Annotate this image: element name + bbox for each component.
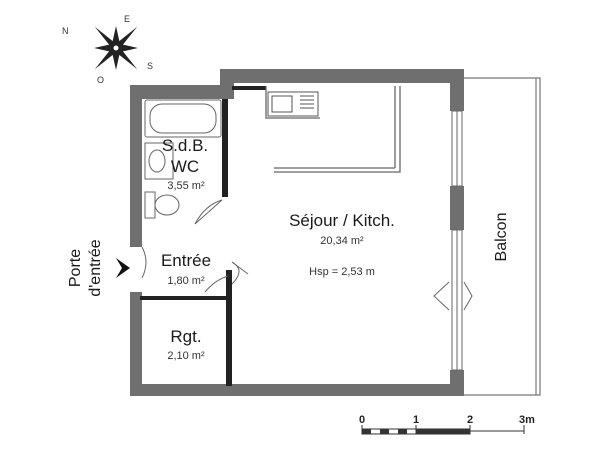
compass-s: S [147,61,153,71]
balcon-label: Balcon [493,213,510,262]
porte-label-2: d'entrée [87,239,104,296]
compass-rose [94,26,138,70]
bathtub [144,99,222,138]
sejour-area: 20,34 m² [320,235,364,247]
bathroom-sink [144,142,174,180]
door-swings [141,199,249,293]
compass-n: N [62,26,69,36]
rgt-area: 2,10 m² [167,350,205,362]
rgt-name: Rgt. [170,327,201,346]
exterior-walls [130,69,464,396]
sejour-name: Séjour / Kitch. [289,211,395,230]
entree-name: Entrée [161,251,211,270]
windows [433,110,473,371]
scale-tick-1: 1 [413,414,419,426]
toilet [144,191,180,219]
balcony [462,77,541,396]
sejour-height: Hsp = 2,53 m [309,266,375,278]
kitchen-sink [267,91,319,117]
scale-tick-2: 2 [467,414,473,426]
compass-o: O [97,75,104,85]
sdb-name-2: WC [171,157,199,176]
interior-walls [140,86,266,386]
compass-e: E [124,14,130,24]
scale-tick-3: 3m [519,414,535,426]
kitchen-counter [265,86,401,173]
porte-label-1: Porte [67,249,84,287]
sdb-name: S.d.B. [162,136,208,155]
sdb-area: 3,55 m² [167,180,205,192]
scale-bar [361,425,525,435]
scale-tick-0: 0 [359,414,365,426]
entry-arrow-icon [116,258,130,278]
entree-area: 1,80 m² [167,275,205,287]
